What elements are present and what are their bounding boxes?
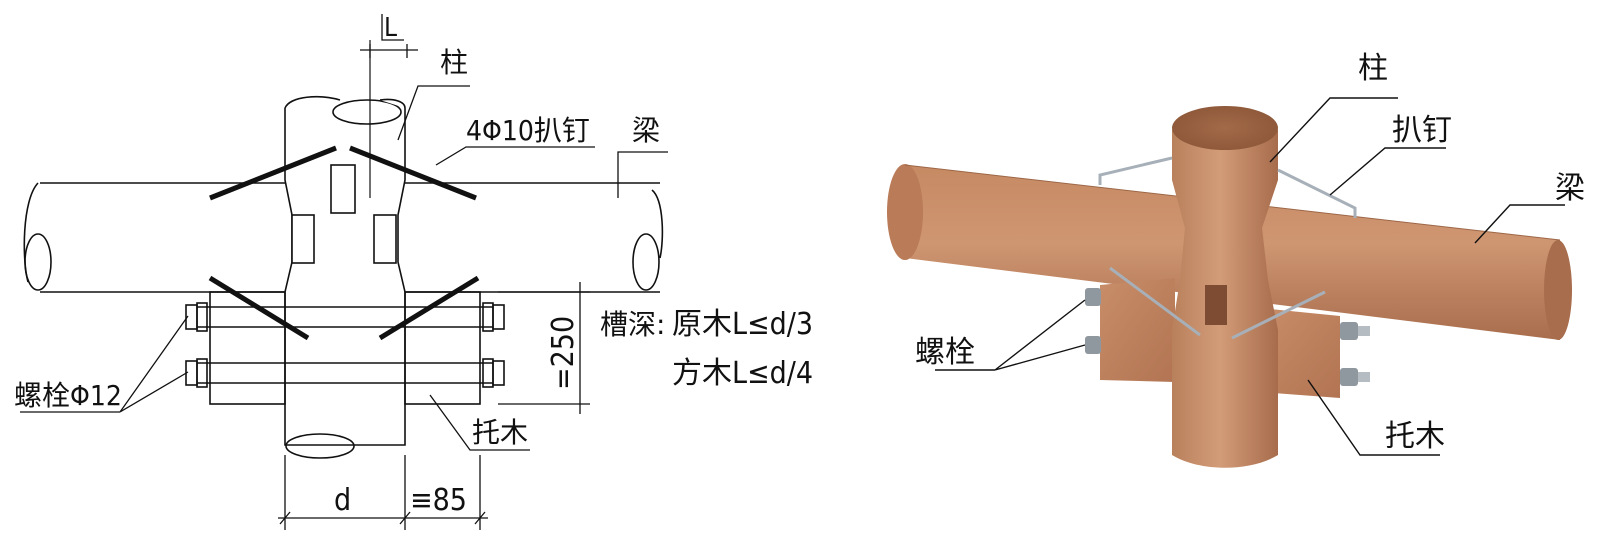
leader-lines <box>20 85 668 451</box>
dim-diameter-label: d <box>334 483 351 518</box>
column-outline <box>284 95 406 459</box>
render-support-label: 托木 <box>1385 419 1445 454</box>
support-label: 托木 <box>472 416 528 449</box>
render-labels: 柱 扒钉 梁 螺栓 托木 <box>915 51 1585 454</box>
support-blocks <box>209 291 481 405</box>
render-leaders <box>935 97 1565 456</box>
render-column <box>1172 106 1278 468</box>
render-column-label: 柱 <box>1358 51 1388 86</box>
bolt-label: 螺栓Φ12 <box>14 379 122 412</box>
render-beam-label: 梁 <box>1555 171 1585 206</box>
drawing-labels: L 柱 4Φ10扒钉 梁 螺栓Φ12 托木 槽深: 原木L≤d/3 方木L≤d/… <box>14 13 813 518</box>
dim-height-label: =250 <box>546 316 581 390</box>
dimension-L <box>360 14 418 58</box>
bolts <box>185 302 505 388</box>
nails <box>208 145 480 341</box>
dim-width-label: ≡85 <box>410 483 467 518</box>
dimension-bottom <box>278 455 488 530</box>
render-nails <box>1098 156 1357 340</box>
render-bolts <box>1085 288 1370 386</box>
render-nail-label: 扒钉 <box>1392 113 1452 148</box>
dim-L-label: L <box>384 13 397 43</box>
render-3d <box>887 97 1572 468</box>
column-label: 柱 <box>440 46 468 79</box>
groove-depth-label: 槽深: <box>600 308 665 341</box>
square-timber-rule: 方木L≤d/4 <box>672 356 813 391</box>
technical-drawing <box>20 14 668 530</box>
nail-label: 4Φ10扒钉 <box>466 114 590 147</box>
dimension-height <box>498 282 590 414</box>
beam-label: 梁 <box>632 114 660 147</box>
render-bolt-label: 螺栓 <box>915 335 975 370</box>
round-timber-rule: 原木L≤d/3 <box>672 307 813 342</box>
